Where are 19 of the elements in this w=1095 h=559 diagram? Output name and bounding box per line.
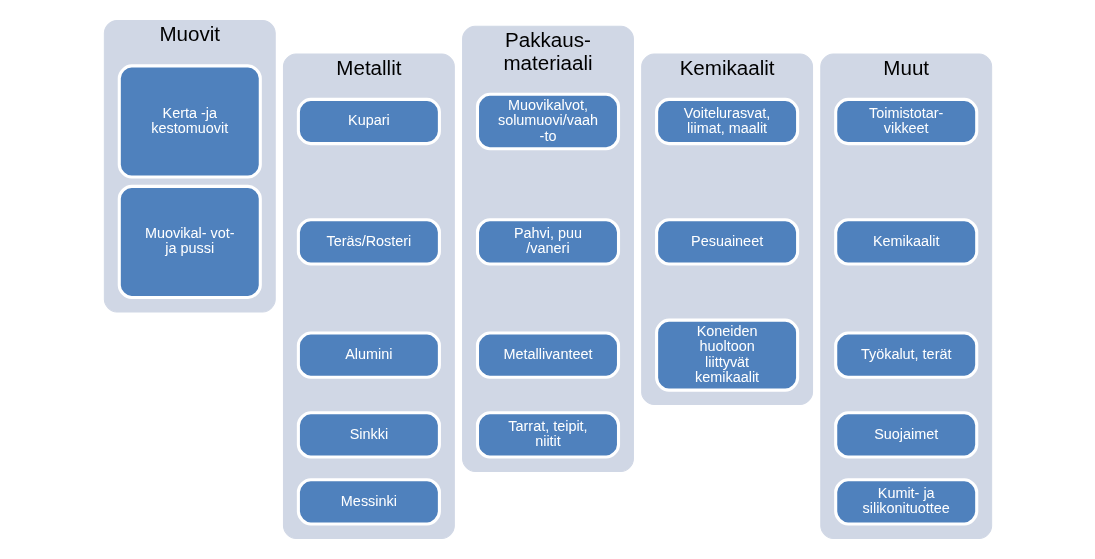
node-box: Sinkki (296, 411, 441, 459)
node-box: Alumini (296, 331, 441, 379)
node-box: Metallivanteet (475, 331, 620, 379)
node-box: Teräs/Rosteri (296, 218, 441, 266)
node-box: Toimistotar- vikkeet (833, 97, 978, 146)
node-box: Suojaimet (833, 411, 978, 459)
node-box: Pesuaineet (654, 218, 799, 266)
node-box: Muovikalvot, solumuovi/vaah -to (475, 92, 620, 151)
node-box: Koneiden huoltoon liittyvät kemikaalit (654, 318, 799, 392)
node-box: Työkalut, terät (833, 331, 978, 379)
node-box: Kumit- ja silikonituottee (833, 478, 978, 526)
node-box: Pahvi, puu /vaneri (475, 218, 620, 266)
node-box: Kupari (296, 97, 441, 146)
node-box: Kerta -ja kestomuovit (117, 64, 262, 179)
node-box: Muovikal- vot- ja pussi (117, 184, 262, 300)
node-box: Messinki (296, 478, 441, 526)
node-box: Tarrat, teipit, niitit (475, 411, 620, 459)
node-box: Voitelurasvat, liimat, maalit (654, 97, 799, 146)
node-box: Kemikaalit (833, 218, 978, 266)
